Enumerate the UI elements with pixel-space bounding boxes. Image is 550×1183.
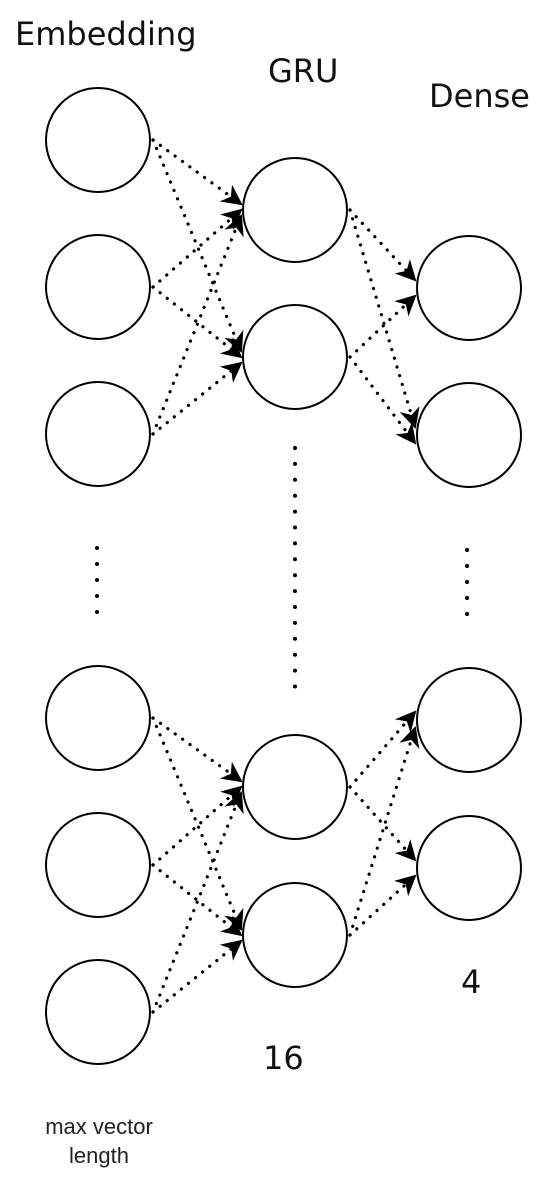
gru-node-3	[242, 734, 348, 840]
dense-node-4	[416, 815, 522, 921]
gru-node-4	[242, 882, 348, 988]
connection-emb2-gru1	[151, 208, 243, 289]
dense-size-label: 4	[461, 963, 481, 1001]
connection-emb5-gru3	[151, 785, 243, 867]
embedding-node-6	[45, 959, 151, 1065]
embedding-ellipsis	[95, 546, 99, 614]
connection-gru4-dense3	[348, 726, 420, 937]
embedding-layer-title: Embedding	[15, 15, 197, 53]
ellipsis-group	[95, 446, 469, 689]
embedding-node-4	[45, 665, 151, 771]
connection-gru1-dense2	[348, 208, 420, 429]
connection-emb1-gru1	[151, 138, 243, 206]
embedding-node-3	[45, 381, 151, 487]
connection-emb6-gru4	[151, 939, 243, 1014]
connection-emb3-gru1	[151, 214, 244, 436]
connection-emb6-gru3	[151, 791, 244, 1014]
embedding-caption-line2: length	[69, 1143, 129, 1168]
embedding-node-5	[45, 812, 151, 918]
gru-size-label: 16	[263, 1039, 304, 1077]
connection-emb2-gru2	[151, 285, 243, 359]
connection-emb1-gru2	[151, 138, 244, 353]
gru-node-2	[242, 304, 348, 410]
dense-ellipsis	[465, 548, 469, 616]
connection-emb4-gru4	[151, 716, 244, 931]
embedding-node-1	[45, 87, 151, 193]
dense-node-3	[416, 667, 522, 773]
nodes-group	[45, 87, 522, 1065]
connection-gru2-dense2	[348, 355, 417, 445]
connection-gru4-dense4	[348, 874, 417, 937]
dense-layer-title: Dense	[429, 77, 530, 115]
connection-emb4-gru3	[151, 716, 243, 783]
connection-emb5-gru4	[151, 863, 243, 937]
connection-emb3-gru2	[151, 361, 243, 436]
embedding-node-2	[45, 234, 151, 340]
connections-group	[151, 138, 420, 1014]
gru-node-1	[242, 157, 348, 263]
dense-node-1	[416, 235, 522, 341]
connection-gru2-dense1	[348, 294, 417, 359]
gru-ellipsis	[293, 446, 297, 689]
gru-layer-title: GRU	[268, 52, 338, 90]
connection-gru3-dense4	[348, 785, 417, 862]
embedding-caption-line1: max vector	[45, 1114, 153, 1139]
dense-node-2	[416, 382, 522, 488]
connection-gru3-dense3	[348, 710, 417, 789]
